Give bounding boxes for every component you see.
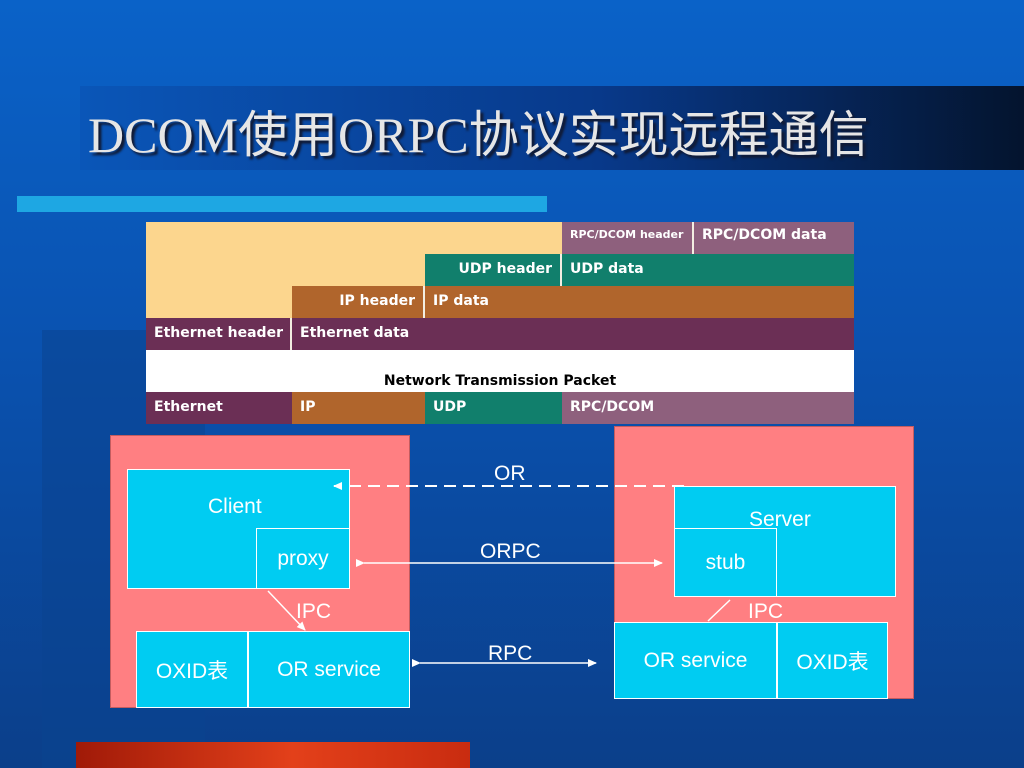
udp-segment: UDP	[425, 392, 562, 424]
client-ipc-arrow	[267, 590, 306, 631]
rpc-dcom-data-cell: RPC/DCOM data	[694, 222, 854, 254]
server-ipc-label: IPC	[748, 600, 784, 623]
rpc-dcom-segment: RPC/DCOM	[562, 392, 854, 424]
decorative-bottom-bar	[76, 742, 470, 768]
accent-bar	[17, 196, 547, 212]
client-ipc-label: IPC	[296, 600, 332, 623]
title-band	[80, 86, 1024, 170]
or-link-label: OR	[494, 462, 526, 485]
stub-label: stub	[705, 550, 746, 574]
client-oxid-table-box: OXID表	[136, 631, 248, 708]
server-oxid-label: OXID表	[796, 650, 869, 674]
ip-header-cell: IP header	[292, 286, 425, 318]
ethernet-data-cell: Ethernet data	[292, 318, 854, 350]
ethernet-header-cell: Ethernet header	[146, 318, 292, 350]
client-or-service-box: OR service	[248, 631, 410, 708]
ip-segment: IP	[292, 392, 425, 424]
udp-header-cell: UDP header	[425, 254, 562, 286]
slide-title: DCOM使用ORPC协议实现远程通信	[88, 107, 869, 163]
stub-box: stub	[674, 528, 777, 597]
ip-data-cell: IP data	[425, 286, 854, 318]
rpc-dcom-header-cell: RPC/DCOM header	[562, 222, 694, 254]
server-or-service-label: OR service	[643, 648, 748, 672]
server-or-service-box: OR service	[614, 622, 777, 699]
ethernet-segment: Ethernet	[146, 392, 292, 424]
client-oxid-label: OXID表	[155, 659, 229, 683]
orpc-link-label: ORPC	[480, 540, 541, 563]
udp-data-cell: UDP data	[562, 254, 854, 286]
server-oxid-table-box: OXID表	[777, 622, 888, 699]
packet-diagram: RPC/DCOM header RPC/DCOM data UDP header…	[146, 222, 854, 424]
server-ipc-line	[707, 599, 731, 622]
network-packet-label: Network Transmission Packet	[383, 373, 617, 389]
client-label: Client	[208, 495, 262, 518]
proxy-label: proxy	[277, 546, 329, 570]
server-label: Server	[749, 508, 811, 531]
client-or-service-label: OR service	[277, 657, 381, 681]
proxy-box: proxy	[256, 528, 350, 589]
